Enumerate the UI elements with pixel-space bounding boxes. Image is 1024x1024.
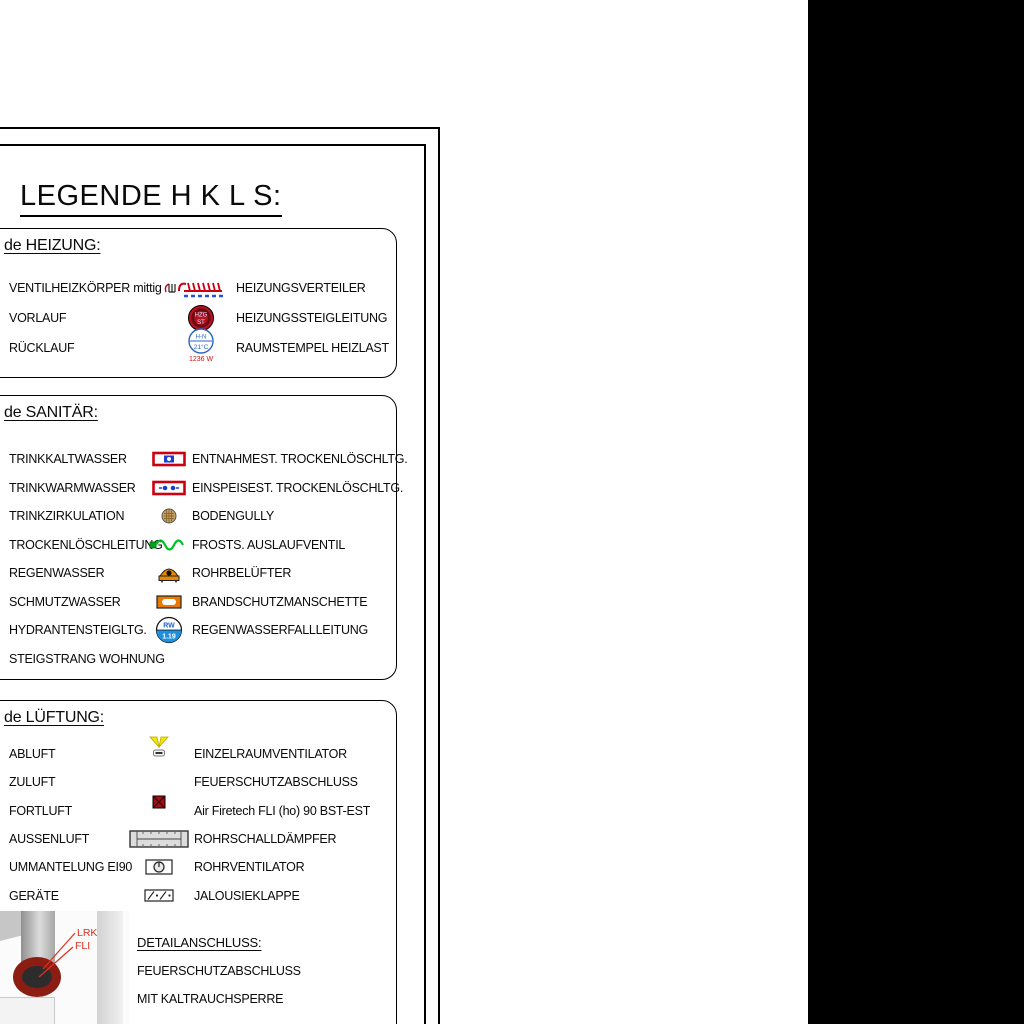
left-label: SCHMUTZWASSER <box>9 594 121 609</box>
legend-title: LEGENDE H K L S: <box>20 180 282 217</box>
left-label-cell: VENTILHEIZKÖRPER mittig <box>9 280 176 296</box>
left-label: TRINKZIRKULATION <box>9 509 125 524</box>
right-label: ROHRSCHALLDÄMPFER <box>194 832 337 847</box>
legend-row: AUSSENLUFT ROHRSCHALLDÄMPFER <box>0 825 396 853</box>
entnahmestelle-trockenloeschleitung-icon <box>149 451 189 467</box>
left-label: VENTILHEIZKÖRPER mittig <box>9 281 162 295</box>
left-label: ZULUFT <box>9 775 56 790</box>
left-label: ABLUFT <box>9 747 56 762</box>
left-label: REGENWASSER <box>9 566 105 581</box>
left-label: HYDRANTENSTEIGLTG. <box>9 623 147 638</box>
svg-text:HZG: HZG <box>195 313 208 319</box>
right-label: RAUMSTEMPEL HEIZLAST <box>236 341 389 355</box>
right-label: JALOUSIEKLAPPE <box>194 888 300 903</box>
legend-row: HYDRANTENSTEIGLTG. RW 1.19 REGENWASSERFA… <box>0 616 396 645</box>
detail-line-1: FEUERSCHUTZABSCHLUSS <box>137 964 301 978</box>
section-lueftung-heading: de LÜFTUNG: <box>4 709 105 726</box>
svg-text:21°C: 21°C <box>194 343 209 351</box>
left-label: TRINKKALTWASSER <box>9 452 127 467</box>
detail-callout-fli: FLI <box>75 940 91 952</box>
rohrschalldaempfer-icon <box>127 829 191 849</box>
fire-damper-ring <box>13 957 61 997</box>
legend-row: REGENWASSER ROHRBELÜFTER <box>0 559 396 588</box>
section-heizung-heading: de HEIZUNG: <box>4 237 101 254</box>
left-label: RÜCKLAUF <box>9 341 75 355</box>
right-label: BODENGULLY <box>192 509 275 524</box>
right-label: ENTNAHMEST. TROCKENLÖSCHLTG. <box>192 452 408 467</box>
left-label: TRINKWARMWASSER <box>9 480 136 495</box>
bodengully-icon <box>149 508 189 524</box>
left-label: STEIGSTRANG WOHNUNG <box>9 651 165 666</box>
left-label: AUSSENLUFT <box>9 832 90 847</box>
einzelraumventilator-icon <box>127 736 191 760</box>
rohrventilator-icon <box>127 859 191 875</box>
sheet-outer-frame-vertical <box>438 127 440 1024</box>
right-label: EINZELRAUMVENTILATOR <box>194 747 347 762</box>
legend-row: GERÄTE JALOUSIEKLAPPE <box>0 881 396 909</box>
detail-photo-lrk-fli <box>0 911 129 1024</box>
legend-row: VENTILHEIZKÖRPER mittig <box>0 273 396 303</box>
feuerschutzabschluss-icon <box>127 795 191 809</box>
sheet-inner-frame-horizontal <box>0 144 426 146</box>
legend-row: FORTLUFT Air Firetech FLI (ho) 90 BST-ES… <box>0 795 396 825</box>
legend-row: ABLUFT EINZELRAUMVENTILATOR <box>0 736 396 768</box>
sheet-inner-frame-vertical <box>424 144 426 1024</box>
right-label: HEIZUNGSVERTEILER <box>236 281 366 295</box>
svg-text:RW: RW <box>163 623 175 630</box>
einspeisestelle-trockenloeschleitung-icon <box>149 480 189 496</box>
legend-row: TRINKZIRKULATION BODENGULLY <box>0 502 396 531</box>
legend-row: STEIGSTRANG WOHNUNG <box>0 645 396 674</box>
frostsicheres-auslaufventil-icon <box>149 537 189 553</box>
detail-callout-lrk: LRK <box>77 927 98 939</box>
right-label: REGENWASSERFALLLEITUNG <box>192 623 369 638</box>
right-label: ROHRVENTILATOR <box>194 860 305 875</box>
svg-text:1.19: 1.19 <box>162 634 176 641</box>
outside-sheet-black-area <box>808 0 1024 1024</box>
legend-row: TROCKENLÖSCHLEITUNG FROSTS. AUSLAUFVENTI… <box>0 531 396 560</box>
section-sanitaer-heading: de SANITÄR: <box>4 404 98 421</box>
sheet-outer-frame-horizontal <box>0 127 440 129</box>
ventilheizkoerper-icon <box>164 280 178 296</box>
svg-text:1236 W: 1236 W <box>189 356 214 363</box>
left-label: VORLAUF <box>9 311 67 325</box>
legend-row: RÜCKLAUF H-N 21°C 1236 W RAUMSTEMPEL HEI… <box>0 328 396 363</box>
svg-text:ST: ST <box>197 320 205 326</box>
leader-lines <box>38 932 76 978</box>
right-label: FROSTS. AUSLAUFVENTIL <box>192 537 346 552</box>
left-label: TROCKENLÖSCHLEITUNG <box>9 537 163 552</box>
right-label: Air Firetech FLI (ho) 90 BST-EST <box>194 803 371 818</box>
right-label: HEIZUNGSSTEIGLEITUNG <box>236 311 388 325</box>
duct-box <box>0 997 55 1024</box>
left-label: UMMANTELUNG EI90 <box>9 860 133 875</box>
legend-row: VORLAUF HZG ST HEIZUNGSSTEIGLEITUNG <box>0 303 396 333</box>
heizungsverteiler-icon <box>169 277 233 299</box>
detail-line-2: MIT KALTRAUCHSPERRE <box>137 992 284 1006</box>
raumstempel-heizlast-icon: H-N 21°C 1236 W <box>169 328 233 368</box>
left-label: GERÄTE <box>9 888 59 903</box>
brandschutzmanschette-icon <box>149 595 189 609</box>
left-label: FORTLUFT <box>9 803 73 818</box>
right-label: FEUERSCHUTZABSCHLUSS <box>194 775 358 790</box>
svg-text:H-N: H-N <box>196 335 207 341</box>
legend-row: ZULUFT FEUERSCHUTZABSCHLUSS <box>0 768 396 796</box>
legend-row: TRINKWARMWASSER EINSPEISEST. TROCKENLÖSC… <box>0 474 403 503</box>
jalousieklappe-icon <box>127 889 191 902</box>
right-label: ROHRBELÜFTER <box>192 566 292 581</box>
duct-wall-panel <box>97 911 123 1024</box>
section-heizung: de HEIZUNG: VENTILHEIZKÖRPER mittig <box>0 228 397 378</box>
section-sanitaer: de SANITÄR: TRINKKALTWASSER ENTNAHMEST. … <box>0 395 408 680</box>
right-label: BRANDSCHUTZMANSCHETTE <box>192 594 368 609</box>
detail-heading: DETAILANSCHLUSS: <box>137 935 262 950</box>
regenwasserfallleitung-stamp-icon: RW 1.19 <box>149 616 189 644</box>
legend-row: SCHMUTZWASSER BRANDSCHUTZMANSCHETTE <box>0 588 396 617</box>
heizungssteigleitung-stamp-icon: HZG ST <box>169 304 233 332</box>
section-lueftung: de LÜFTUNG: ABLUFT EINZELRAUMVENTILATOR … <box>0 700 397 1024</box>
legend-row: UMMANTELUNG EI90 ROHRVENTILATOR <box>0 853 396 881</box>
legend-row: TRINKKALTWASSER ENTNAHMEST. TROCKENLÖSCH… <box>0 445 408 474</box>
rohrbeluefter-icon <box>149 563 189 583</box>
right-label: EINSPEISEST. TROCKENLÖSCHLTG. <box>192 480 404 495</box>
